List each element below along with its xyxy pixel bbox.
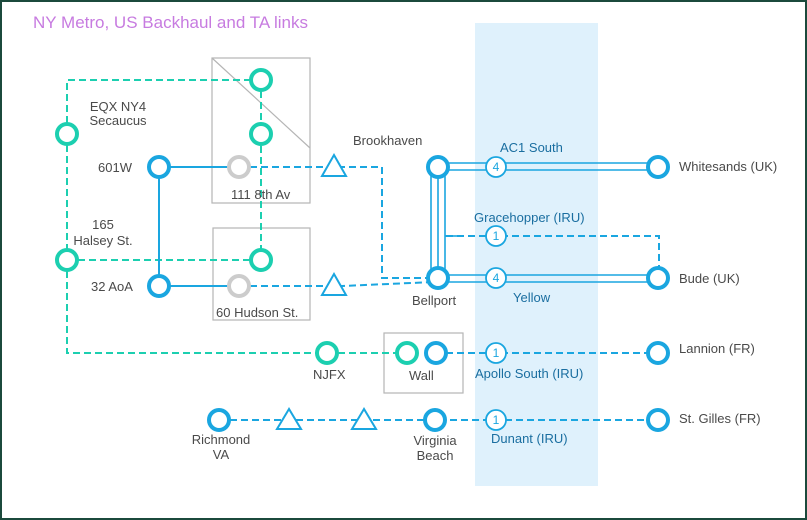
label-apollo-south: Apollo South (IRU) [475,366,583,381]
badge-dunant-count: 1 [485,409,507,431]
label-60-hudson: 60 Hudson St. [216,305,298,320]
svg-text:4: 4 [493,271,500,285]
label-brookhaven: Brookhaven [353,133,422,148]
label-bude: Bude (UK) [679,271,740,286]
label-111-8th-av: 111 8th Av [231,187,291,202]
ocean-band [475,23,598,486]
node-60-hudson-top[interactable] [249,248,273,272]
node-brookhaven[interactable] [426,155,450,179]
svg-text:4: 4 [493,160,500,174]
label-whitesands: Whitesands (UK) [679,159,777,174]
svg-text:1: 1 [493,229,500,243]
node-richmond[interactable] [207,408,231,432]
label-32-aoa: 32 AoA [91,279,133,294]
node-wall-blue[interactable] [424,341,448,365]
node-njfx[interactable] [315,341,339,365]
badge-apollo-count: 1 [485,342,507,364]
label-st-gilles: St. Gilles (FR) [679,411,761,426]
node-lannion[interactable] [646,341,670,365]
repeater-triangles [275,152,378,430]
node-bellport[interactable] [426,266,450,290]
badge-ac1-count: 4 [485,156,507,178]
label-dunant: Dunant (IRU) [491,431,568,446]
node-111-8th-mid[interactable] [249,122,273,146]
bellport-brookhaven-trunk [430,167,459,278]
label-601w: 601W [98,160,133,175]
node-bude[interactable] [646,266,670,290]
cable-ac1-south [439,162,658,171]
node-601w[interactable] [147,155,171,179]
node-111-8th-top[interactable] [249,68,273,92]
label-gracehopper: Gracehopper (IRU) [474,210,585,225]
node-165-halsey[interactable] [55,248,79,272]
label-njfx: NJFX [313,367,346,382]
repeater-triangle [320,271,348,296]
teal-dashed-links [66,79,407,354]
svg-text:1: 1 [493,346,500,360]
label-ac1-south: AC1 South [500,140,563,155]
label-wall: Wall [409,368,434,383]
label-bellport: Bellport [412,293,456,308]
node-111-8th-grey[interactable] [227,155,251,179]
blue-solid-links [158,166,239,287]
badge-yellow-count: 4 [485,267,507,289]
node-wall-teal[interactable] [395,341,419,365]
label-yellow: Yellow [513,290,551,305]
site-box-wall [383,332,464,394]
node-virginia-beach[interactable] [423,408,447,432]
badge-gracehopper-count: 1 [485,225,507,247]
diagram-title: NY Metro, US Backhaul and TA links [33,13,308,32]
node-st-gilles[interactable] [646,408,670,432]
repeater-triangle [275,407,303,430]
node-eqx-ny4[interactable] [55,122,79,146]
svg-text:1: 1 [493,413,500,427]
node-32-aoa[interactable] [147,274,171,298]
repeater-triangle [320,152,348,177]
cable-yellow [439,274,658,283]
label-lannion: Lannion (FR) [679,341,755,356]
node-60-hudson-grey[interactable] [227,274,251,298]
node-whitesands[interactable] [646,155,670,179]
repeater-triangle [350,407,378,430]
